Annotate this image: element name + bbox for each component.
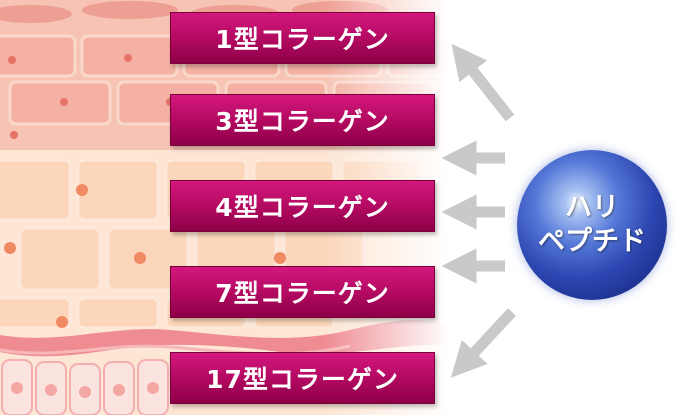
circle-line-2: ペプチド (538, 226, 646, 257)
collagen-type-7-label: 7型コラーゲン (170, 266, 435, 318)
collagen-type-17-label: 17型コラーゲン (170, 352, 435, 404)
collagen-type-3-label: 3型コラーゲン (170, 94, 435, 146)
hari-peptide-circle: ハリ ペプチド (517, 150, 667, 300)
circle-line-1: ハリ (565, 192, 619, 224)
collagen-type-1-label: 1型コラーゲン (170, 12, 435, 64)
collagen-type-4-label: 4型コラーゲン (170, 180, 435, 232)
